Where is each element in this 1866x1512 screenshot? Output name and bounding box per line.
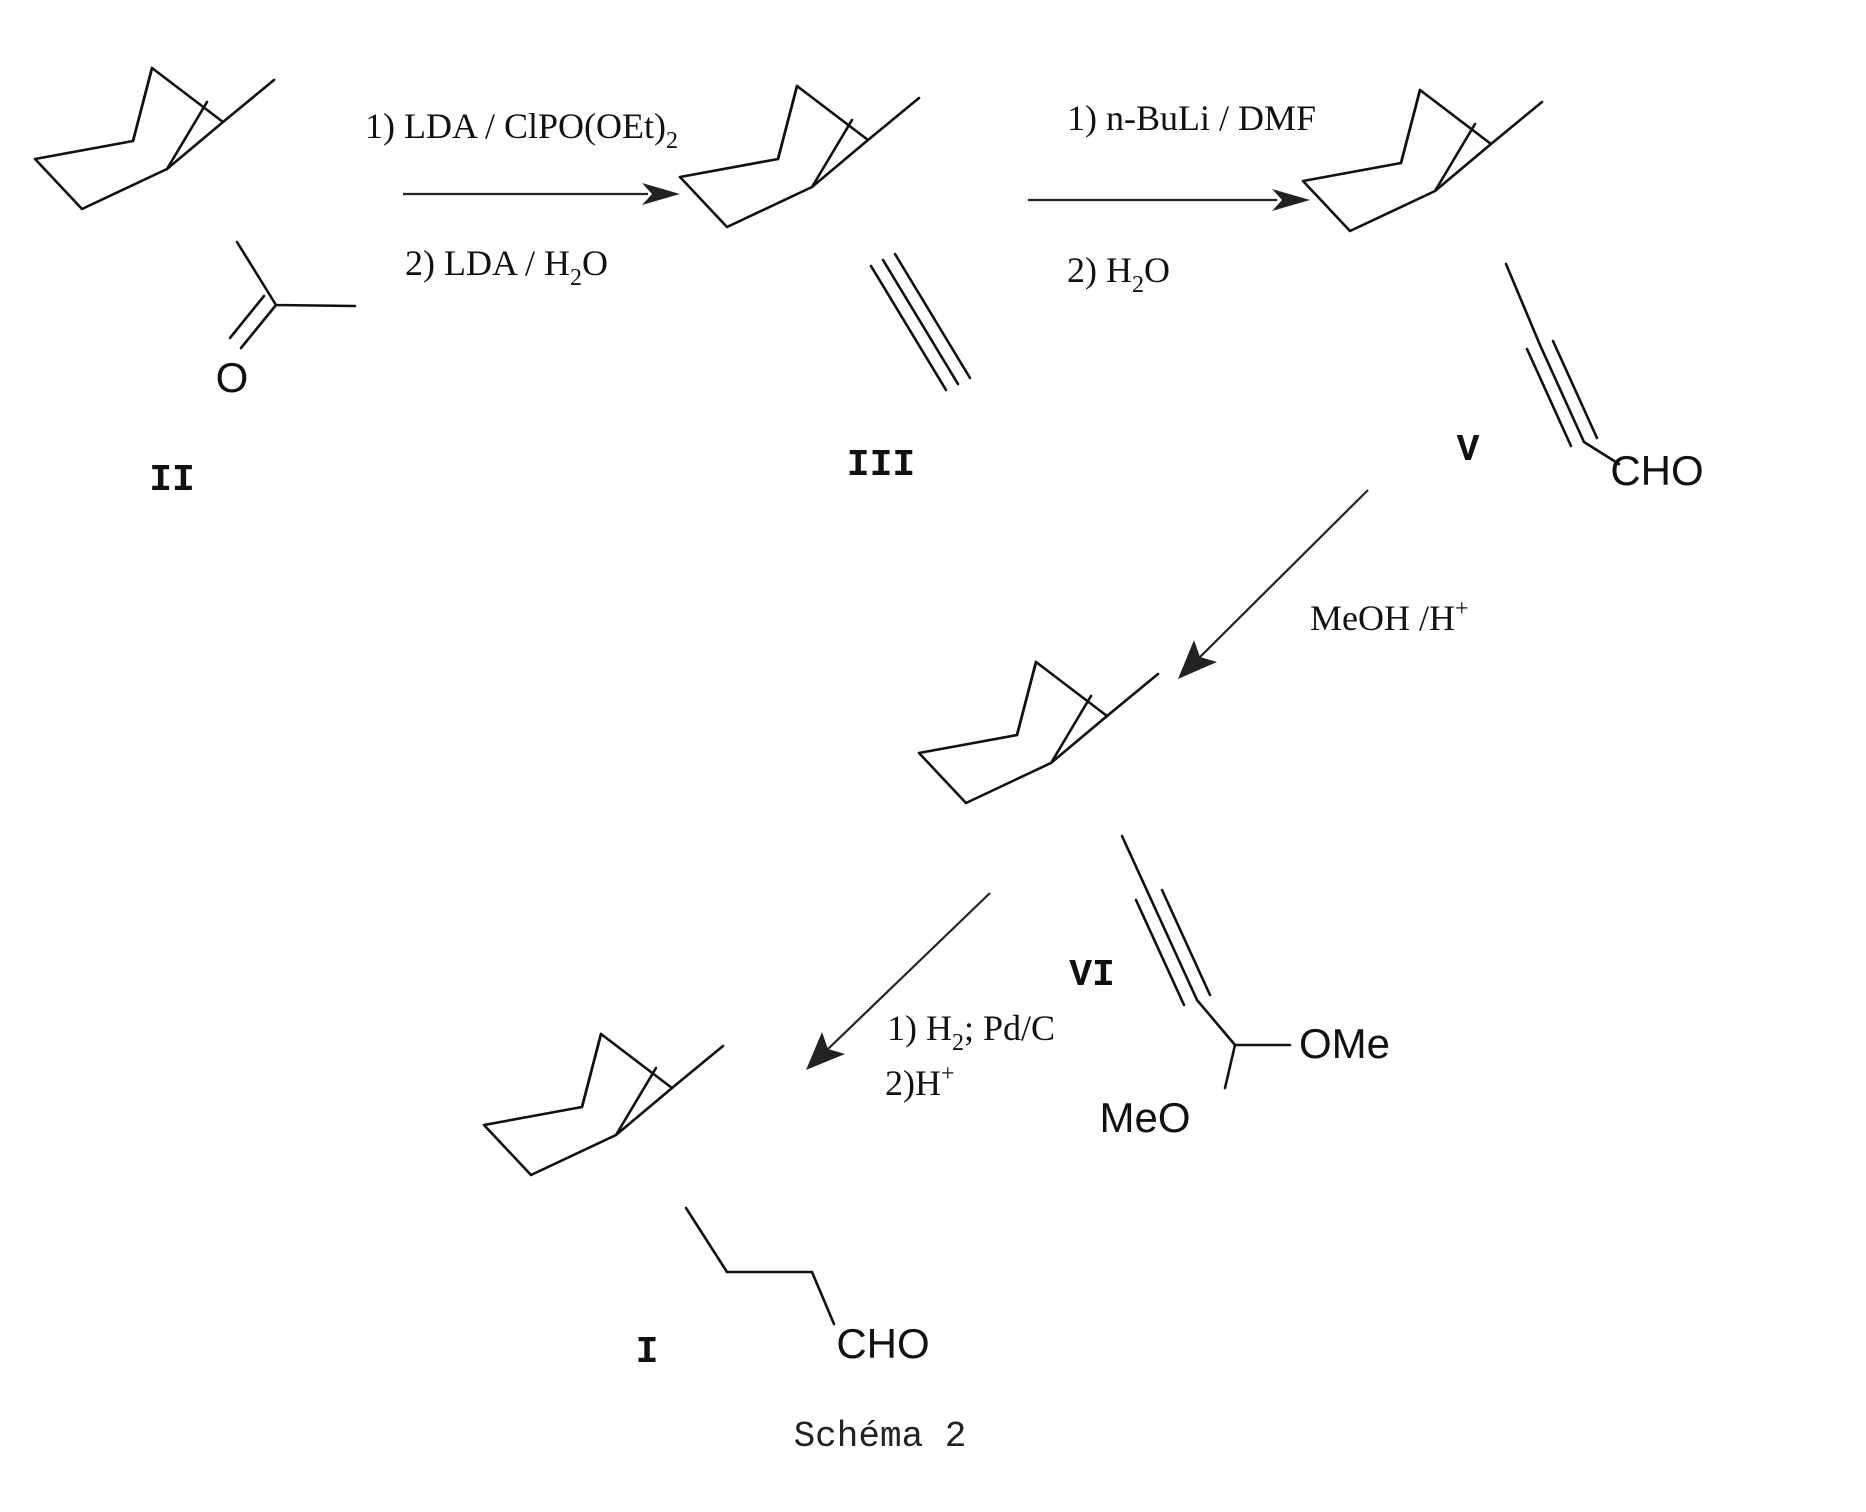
compound-vi: OMe MeO VI [919, 662, 1390, 1141]
step4-line1: 1) H2; Pd/C [887, 1008, 1055, 1056]
step1-line2: 2) LDA / H2O [405, 243, 608, 291]
compound-vi-meo: MeO [1099, 1094, 1190, 1141]
arrow-step-3: MeOH /H+ [1178, 490, 1469, 679]
arrow-step-1: 1) LDA / ClPO(OEt)2 2) LDA / H2O [365, 106, 680, 291]
compound-i: CHO I [484, 1034, 930, 1374]
step2-line2: 2) H2O [1067, 250, 1170, 298]
step1-line1: 1) LDA / ClPO(OEt)2 [365, 106, 678, 154]
compound-i-aldehyde: CHO [836, 1320, 929, 1367]
compound-v-aldehyde: CHO [1610, 447, 1703, 494]
step3-line1: MeOH /H+ [1310, 596, 1469, 638]
compound-v: CHO V [1303, 90, 1704, 494]
compound-vi-label: VI [1069, 954, 1115, 997]
compound-ii-label: II [149, 459, 195, 502]
arrow-step-4: 1) H2; Pd/C 2)H+ [806, 893, 1055, 1103]
compound-iii: III [680, 86, 970, 487]
compound-vi-ome: OMe [1299, 1020, 1390, 1067]
step2-line1: 1) n-BuLi / DMF [1067, 98, 1316, 138]
compound-iii-label: III [847, 444, 915, 487]
compound-ii: O II [35, 68, 355, 502]
compound-ii-oxygen: O [216, 354, 249, 401]
scheme-caption: Schéma 2 [794, 1416, 967, 1457]
arrow-step-2: 1) n-BuLi / DMF 2) H2O [1028, 98, 1316, 298]
step4-line2: 2)H+ [885, 1061, 955, 1103]
compound-v-label: V [1457, 429, 1480, 472]
compound-i-label: I [636, 1331, 659, 1374]
